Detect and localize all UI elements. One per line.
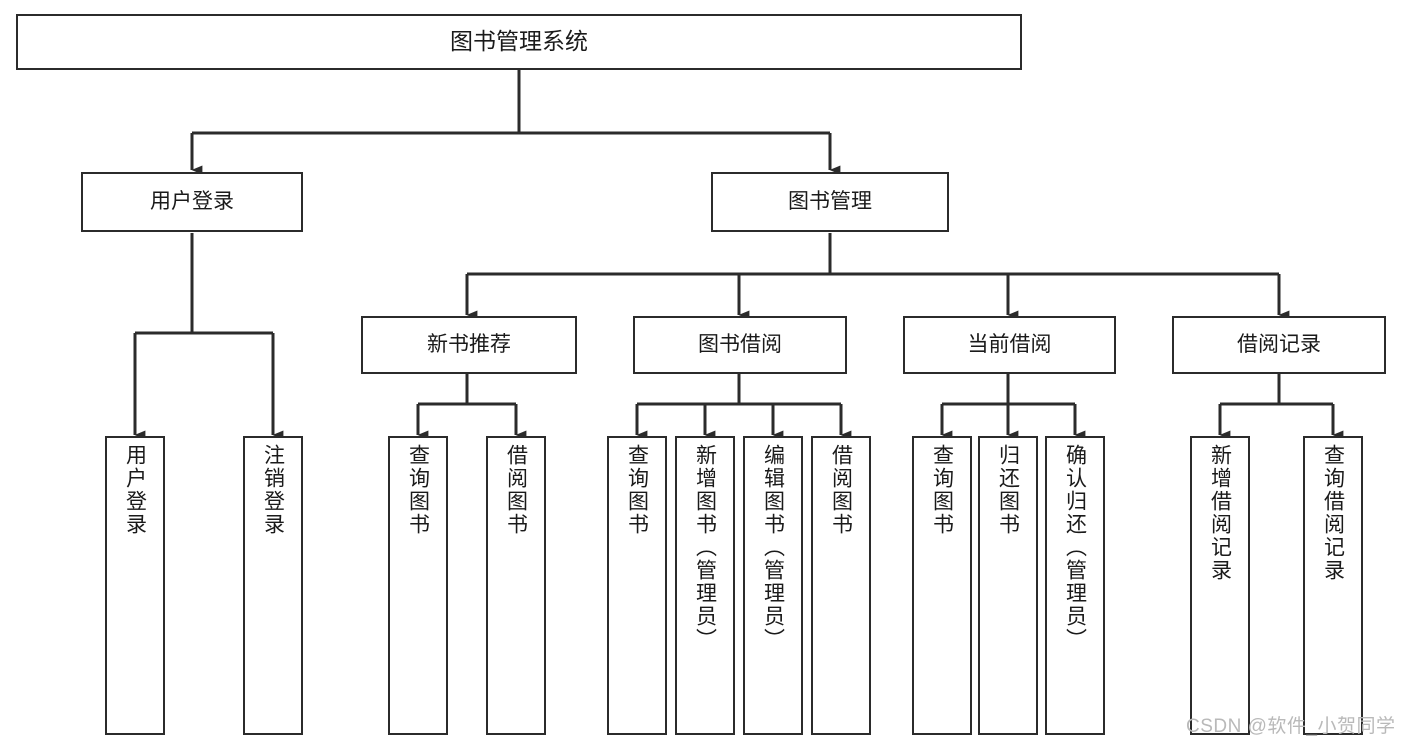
leaf-add-borrow-record[interactable]: 新增借阅记录 [1190,436,1250,735]
node-label: 新增图书（管理员） [693,444,717,651]
node-label: 借阅记录 [1237,333,1321,357]
node-label: 图书借阅 [698,333,782,357]
leaf-query-book-borrow[interactable]: 查询图书 [607,436,667,735]
leaf-return-book[interactable]: 归还图书 [978,436,1038,735]
node-root-system[interactable]: 图书管理系统 [16,14,1022,70]
node-label: 新增借阅记录 [1208,444,1232,582]
node-label: 编辑图书（管理员） [761,444,785,651]
node-label: 查询图书 [406,444,430,536]
leaf-add-book-admin[interactable]: 新增图书（管理员） [675,436,735,735]
node-label: 查询图书 [930,444,954,536]
leaf-borrow-book-recommend[interactable]: 借阅图书 [486,436,546,735]
node-borrow-record[interactable]: 借阅记录 [1172,316,1386,374]
node-new-book-recommend[interactable]: 新书推荐 [361,316,577,374]
leaf-query-book-current[interactable]: 查询图书 [912,436,972,735]
node-user-login[interactable]: 用户登录 [81,172,303,232]
node-label: 新书推荐 [427,333,511,357]
node-book-management[interactable]: 图书管理 [711,172,949,232]
node-label: 归还图书 [996,444,1020,536]
leaf-query-book-recommend[interactable]: 查询图书 [388,436,448,735]
leaf-query-borrow-record[interactable]: 查询借阅记录 [1303,436,1363,735]
node-label: 注销登录 [261,444,285,536]
node-label: 查询借阅记录 [1321,444,1345,582]
leaf-confirm-return-admin[interactable]: 确认归还（管理员） [1045,436,1105,735]
leaf-logout[interactable]: 注销登录 [243,436,303,735]
node-label: 图书管理系统 [450,28,588,55]
leaf-borrow-book[interactable]: 借阅图书 [811,436,871,735]
leaf-edit-book-admin[interactable]: 编辑图书（管理员） [743,436,803,735]
leaf-user-login[interactable]: 用户登录 [105,436,165,735]
node-current-borrow[interactable]: 当前借阅 [903,316,1116,374]
node-label: 用户登录 [123,444,147,536]
csdn-watermark: CSDN @软件_小贺同学 [1186,716,1396,737]
node-label: 确认归还（管理员） [1063,444,1087,651]
node-label: 用户登录 [150,190,234,214]
node-label: 借阅图书 [829,444,853,536]
node-label: 查询图书 [625,444,649,536]
node-book-borrow[interactable]: 图书借阅 [633,316,847,374]
node-label: 借阅图书 [504,444,528,536]
node-label: 当前借阅 [967,333,1052,357]
node-label: 图书管理 [788,190,872,214]
